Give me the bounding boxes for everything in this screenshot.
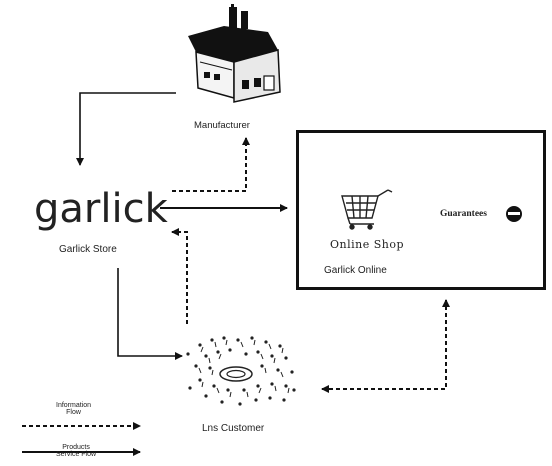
edge-manufacturer-to-store [76,92,176,166]
factory-icon [188,4,281,103]
crowd-icon [186,336,296,406]
shopping-cart-icon [341,189,393,230]
legend-product-line2: Service Flow [56,451,97,458]
legend-product-label: Products Service Flow [56,444,96,458]
legend-information-label: Information Flow [56,402,91,416]
garlick-online-label: Garlick Online [324,265,387,276]
customer-label: Lns Customer [202,423,265,434]
edge-online-customer [321,299,450,393]
legend-information-line1: Information [56,402,92,409]
edge-store-to-manufacturer [172,137,250,192]
legend-product-line1: Products [62,444,90,451]
guarantees-label: Guarantees [440,209,487,219]
manufacturer-label: Manufacturer [194,120,250,131]
garlick-store-label: Garlick Store [59,244,117,255]
edge-customer-to-store [171,228,188,324]
seal-icon [506,206,522,222]
online-shop-label: Online Shop [330,238,405,251]
edge-store-to-customer [117,268,183,360]
garlick-logo: garlick [34,186,168,232]
garlick-online-box [296,130,546,290]
legend-information-line2: Flow [66,409,81,416]
